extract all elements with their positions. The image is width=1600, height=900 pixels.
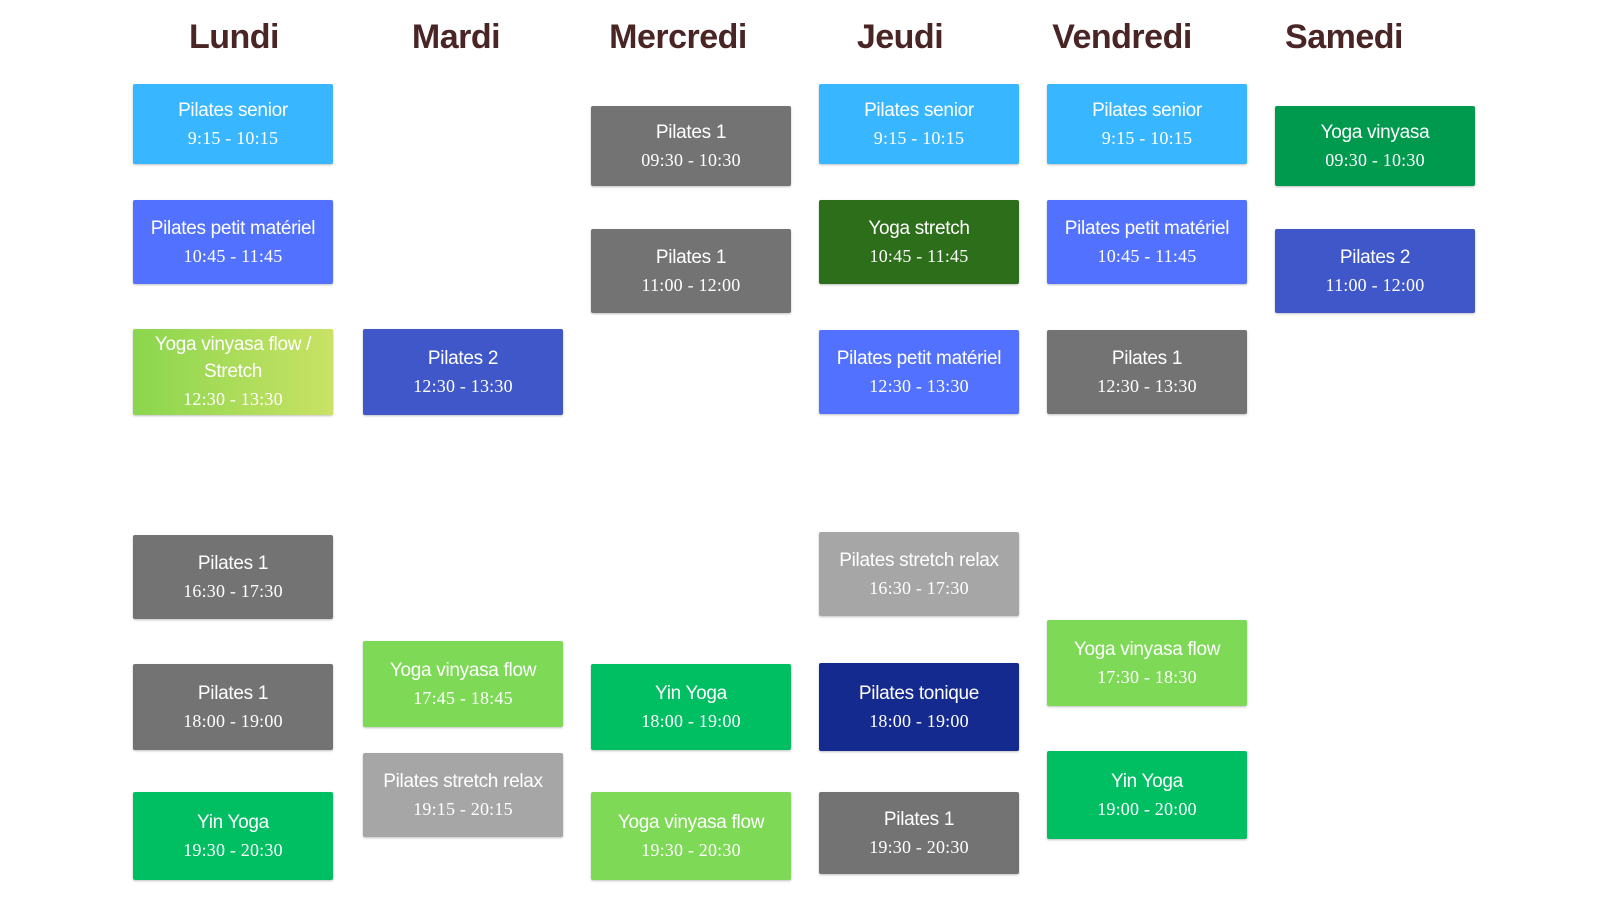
class-card-mardi-1[interactable]: Pilates 2 12:30 - 13:30	[363, 329, 563, 415]
class-card-mardi-3[interactable]: Pilates stretch relax 19:15 - 20:15	[363, 753, 563, 837]
class-card-lundi-6[interactable]: Yin Yoga 19:30 - 20:30	[133, 792, 333, 880]
class-card-lundi-4[interactable]: Pilates 1 16:30 - 17:30	[133, 535, 333, 619]
day-title-vendredi: Vendredi	[1052, 18, 1192, 56]
class-card-vendredi-5[interactable]: Yin Yoga 19:00 - 20:00	[1047, 751, 1247, 839]
class-time: 11:00 - 12:00	[641, 274, 741, 295]
class-time: 12:30 - 13:30	[869, 375, 969, 396]
class-name: Pilates senior	[864, 99, 974, 121]
class-card-mercredi-2[interactable]: Pilates 1 11:00 - 12:00	[591, 229, 791, 313]
class-time: 9:15 - 10:15	[873, 127, 965, 148]
class-time: 12:30 - 13:30	[183, 389, 283, 409]
class-time: 17:45 - 18:45	[413, 687, 513, 708]
day-title-samedi: Samedi	[1285, 18, 1403, 56]
day-title-jeudi: Jeudi	[856, 18, 944, 56]
day-title-mardi: Mardi	[411, 18, 501, 56]
class-name: Yin Yoga	[655, 682, 727, 704]
class-time: 19:15 - 20:15	[413, 798, 513, 819]
class-time: 19:30 - 20:30	[869, 836, 969, 857]
class-name: Pilates petit matériel	[836, 347, 1002, 369]
class-name: Yoga vinyasa flow	[617, 811, 765, 833]
class-name: Yoga vinyasa flow	[389, 659, 537, 681]
class-name: Pilates 2	[1339, 246, 1411, 268]
class-card-jeudi-6[interactable]: Pilates 1 19:30 - 20:30	[819, 792, 1019, 874]
class-card-samedi-2[interactable]: Pilates 2 11:00 - 12:00	[1275, 229, 1475, 313]
class-name: Yin Yoga	[1111, 770, 1183, 792]
class-name: Yoga vinyasa flow / Stretch	[154, 334, 312, 382]
class-time: 19:00 - 20:00	[1097, 798, 1197, 819]
class-time: 9:15 - 10:15	[187, 127, 279, 148]
class-card-jeudi-5[interactable]: Pilates tonique 18:00 - 19:00	[819, 663, 1019, 751]
class-card-jeudi-3[interactable]: Pilates petit matériel 12:30 - 13:30	[819, 330, 1019, 414]
class-card-mardi-2[interactable]: Yoga vinyasa flow 17:45 - 18:45	[363, 641, 563, 727]
class-time: 18:00 - 19:00	[183, 710, 283, 731]
class-name: Pilates 2	[427, 347, 499, 369]
class-time: 11:00 - 12:00	[1325, 274, 1425, 295]
class-card-lundi-1[interactable]: Pilates senior 9:15 - 10:15	[133, 84, 333, 164]
class-card-lundi-5[interactable]: Pilates 1 18:00 - 19:00	[133, 664, 333, 750]
class-time: 12:30 - 13:30	[1097, 375, 1197, 396]
class-card-jeudi-2[interactable]: Yoga stretch 10:45 - 11:45	[819, 200, 1019, 284]
class-time: 9:15 - 10:15	[1101, 127, 1193, 148]
class-time: 18:00 - 19:00	[869, 710, 969, 731]
class-time: 18:00 - 19:00	[641, 710, 741, 731]
class-card-mercredi-3[interactable]: Yin Yoga 18:00 - 19:00	[591, 664, 791, 750]
class-card-vendredi-1[interactable]: Pilates senior 9:15 - 10:15	[1047, 84, 1247, 164]
class-time: 12:30 - 13:30	[413, 375, 513, 396]
class-card-vendredi-2[interactable]: Pilates petit matériel 10:45 - 11:45	[1047, 200, 1247, 284]
class-name: Yoga vinyasa	[1320, 121, 1430, 143]
class-card-mercredi-4[interactable]: Yoga vinyasa flow 19:30 - 20:30	[591, 792, 791, 880]
class-name: Pilates 1	[197, 552, 269, 574]
class-time: 16:30 - 17:30	[183, 580, 283, 601]
class-time: 09:30 - 10:30	[1325, 149, 1425, 170]
class-name: Yoga stretch	[868, 217, 970, 239]
class-time: 19:30 - 20:30	[641, 839, 741, 860]
class-name: Pilates stretch relax	[839, 549, 999, 571]
class-card-samedi-1[interactable]: Yoga vinyasa 09:30 - 10:30	[1275, 106, 1475, 186]
class-card-lundi-3[interactable]: Yoga vinyasa flow / Stretch 12:30 - 13:30	[133, 329, 333, 415]
class-name: Pilates 1	[655, 246, 727, 268]
class-name: Pilates stretch relax	[383, 770, 543, 792]
class-name: Pilates 1	[1111, 347, 1183, 369]
day-title-mercredi: Mercredi	[609, 18, 747, 56]
day-title-lundi: Lundi	[188, 18, 280, 56]
class-name: Pilates senior	[178, 99, 288, 121]
class-name: Pilates 1	[883, 808, 955, 830]
class-name: Pilates petit matériel	[150, 217, 316, 239]
class-time: 10:45 - 11:45	[183, 245, 283, 266]
class-card-lundi-2[interactable]: Pilates petit matériel 10:45 - 11:45	[133, 200, 333, 284]
class-card-vendredi-4[interactable]: Yoga vinyasa flow 17:30 - 18:30	[1047, 620, 1247, 706]
class-time: 10:45 - 11:45	[1097, 245, 1197, 266]
class-card-mercredi-1[interactable]: Pilates 1 09:30 - 10:30	[591, 106, 791, 186]
class-card-jeudi-4[interactable]: Pilates stretch relax 16:30 - 17:30	[819, 532, 1019, 616]
class-time: 17:30 - 18:30	[1097, 666, 1197, 687]
class-name: Pilates senior	[1092, 99, 1202, 121]
class-name: Pilates petit matériel	[1064, 217, 1230, 239]
class-time: 19:30 - 20:30	[183, 839, 283, 860]
class-time: 10:45 - 11:45	[869, 245, 969, 266]
class-time: 09:30 - 10:30	[641, 149, 741, 170]
class-card-jeudi-1[interactable]: Pilates senior 9:15 - 10:15	[819, 84, 1019, 164]
class-name: Yoga vinyasa flow	[1073, 638, 1221, 660]
class-card-vendredi-3[interactable]: Pilates 1 12:30 - 13:30	[1047, 330, 1247, 414]
class-time: 16:30 - 17:30	[869, 577, 969, 598]
class-name: Pilates 1	[197, 682, 269, 704]
class-name: Yin Yoga	[197, 811, 269, 833]
class-name: Pilates tonique	[858, 682, 980, 704]
class-name: Pilates 1	[655, 121, 727, 143]
